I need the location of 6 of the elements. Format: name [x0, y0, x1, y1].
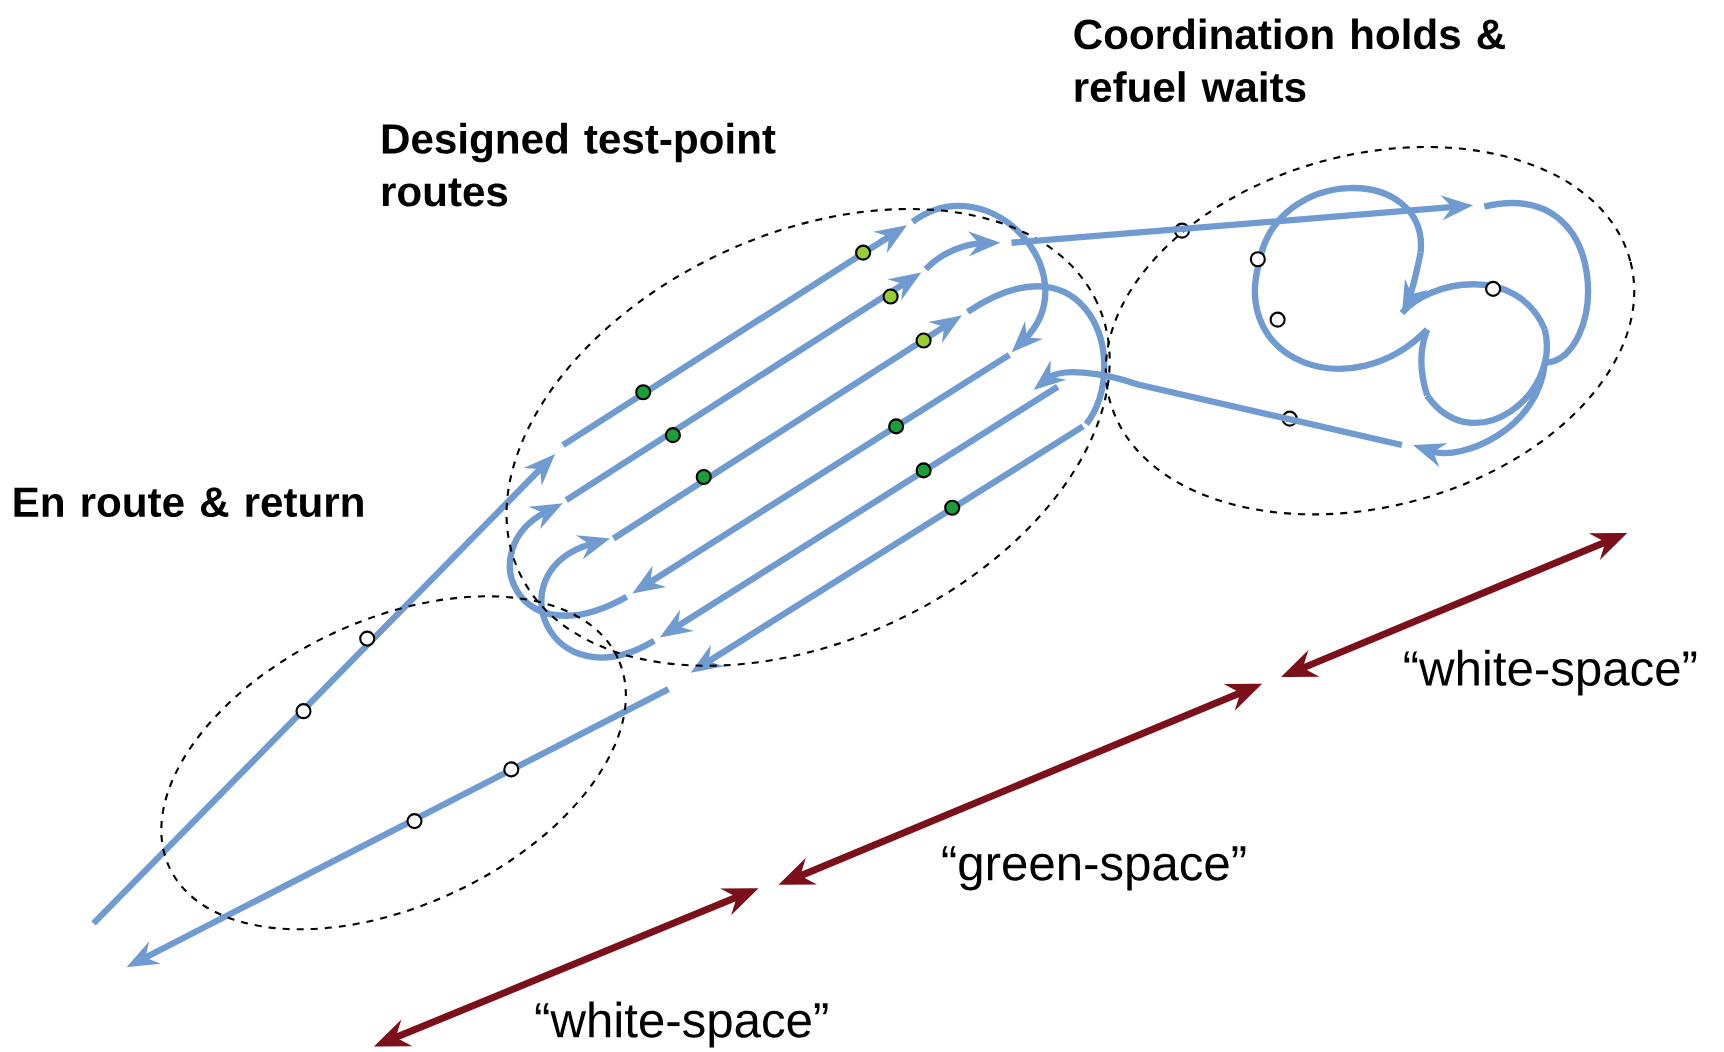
dimension-label: “green-space” — [942, 846, 1246, 891]
zone-heading: En route & return — [14, 487, 363, 518]
dimension-label: “white-space” — [535, 1001, 828, 1048]
zone-heading: Designed test-point routes — [382, 122, 776, 207]
dimension-label: “white-space” — [1404, 649, 1697, 696]
zone-heading: Coordination holds & refuel waits — [1074, 18, 1505, 103]
